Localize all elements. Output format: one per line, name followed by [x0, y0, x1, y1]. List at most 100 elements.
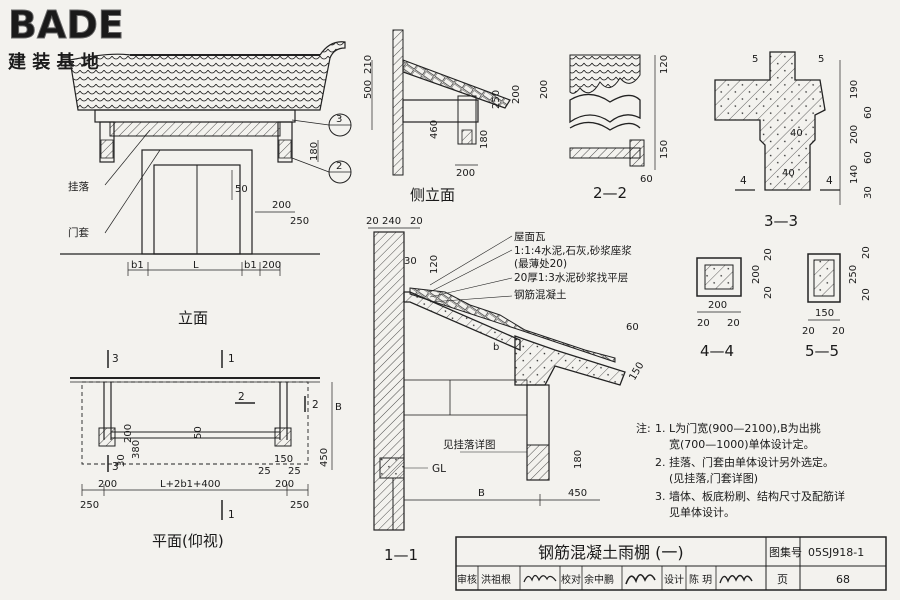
note-2b: (见挂落,门套详图) — [669, 471, 758, 485]
section-1-1-view: 屋面瓦 1:1:4水泥,石灰,砂浆座浆 (最薄处20) 20厚1:3水泥砂浆找平… — [366, 216, 646, 564]
dim-s33-140: 140 — [849, 165, 860, 184]
elevation-post-right — [277, 121, 293, 163]
s22-tiles — [569, 54, 641, 94]
plan-view: 3 3 1 1 2 2 B 450 200 380 30 50 150 25 2… — [70, 350, 342, 550]
plan-cut-3-bottom: 3 — [112, 461, 119, 473]
dim-s11-150: 150 — [627, 360, 646, 382]
dim-plan-250a: 250 — [80, 500, 99, 511]
dim-s55-20a: 20 — [802, 326, 815, 337]
dim-plan-25b: 25 — [288, 466, 301, 477]
dim-elev-180: 180 — [309, 142, 320, 161]
dim-s22-120: 120 — [659, 55, 670, 74]
section-2-2-view: 120 200 150 60 2—2 — [539, 54, 670, 202]
plan-cut-1-bottom: 1 — [228, 509, 235, 521]
dim-s22-200: 200 — [539, 80, 550, 99]
dim-side-460: 460 — [429, 120, 440, 139]
plan-post-right — [274, 427, 292, 447]
dim-plan-200b: 200 — [98, 479, 117, 490]
title-block: 钢筋混凝土雨棚 (一) 图集号 05SJ918-1 页 68 审核 洪祖根 校对… — [455, 536, 887, 591]
dim-s33-60a: 60 — [863, 106, 874, 119]
note-1b: 宽(700—1000)单体设计定。 — [669, 437, 815, 451]
s55-rect — [807, 253, 841, 303]
review-name: 洪祖根 — [481, 573, 511, 586]
notes-head: 注: — [636, 421, 651, 435]
dim-side-200: 200 — [511, 85, 522, 104]
dim-s55-20c: 20 — [861, 246, 872, 259]
dim-side-500: 500 — [363, 80, 374, 99]
note-2a: 2. 挂落、门套由单体设计另外选定。 — [655, 455, 834, 469]
dim-s44-200h: 200 — [751, 265, 762, 284]
dim-plan-L2b1: L+2b1+400 — [160, 479, 221, 490]
dim-s22-60: 60 — [640, 174, 653, 185]
dim-plan-250b: 250 — [290, 500, 309, 511]
dim-plan-150: 150 — [274, 454, 293, 465]
drawing-title: 钢筋混凝土雨棚 (一) — [538, 543, 684, 562]
layer-2: (最薄处20) — [514, 257, 567, 270]
label-gualuo: 挂落 — [68, 180, 89, 193]
dim-plan-25a: 25 — [258, 466, 271, 477]
check-label: 校对 — [561, 573, 581, 586]
dim-elev-200: 200 — [272, 200, 291, 211]
label-gl: GL — [432, 463, 446, 475]
dim-elev-250: 250 — [290, 216, 309, 227]
dim-plan-50: 50 — [193, 426, 204, 439]
elevation-view: 挂落 门套 3 2 180 50 200 250 b1 L b1 200 立面 — [60, 41, 352, 327]
view-title-section-1-1: 1—1 — [384, 546, 418, 564]
note-1a: 1. L为门宽(900—2100),B为出挑 — [655, 421, 821, 435]
dim-side-180: 180 — [479, 130, 490, 149]
dim-s11-b: b — [493, 342, 499, 353]
dim-s55-20d: 20 — [861, 288, 872, 301]
view-title-side-elevation: 侧立面 — [410, 186, 455, 204]
view-title-section-4-4: 4—4 — [700, 342, 734, 360]
section-3-3-view: 5 5 190 60 200 60 140 30 40 40 4 4 3—3 — [714, 51, 874, 230]
dim-s33-190: 190 — [849, 80, 860, 99]
s11-roof-tiles — [409, 287, 616, 363]
dim-s33-5a: 5 — [752, 54, 758, 65]
dim-elev-50: 50 — [235, 184, 248, 195]
layer-4: 钢筋混凝土 — [514, 288, 567, 301]
dim-plan-200a: 200 — [123, 424, 134, 443]
dim-plan-380: 380 — [131, 440, 142, 459]
elevation-roof — [69, 41, 346, 111]
logo-brand: BADE — [8, 3, 124, 47]
dim-elev-200b: 200 — [262, 260, 281, 271]
review-label: 审核 — [457, 573, 477, 586]
dim-s11-240: 240 — [382, 216, 401, 227]
dim-s11-450: 450 — [568, 488, 587, 499]
dim-side-210: 210 — [363, 55, 374, 74]
layer-0: 屋面瓦 — [514, 231, 546, 243]
dim-plan-30: 30 — [116, 454, 127, 467]
side-beam — [402, 99, 479, 123]
dim-elev-b1-right: b1 — [244, 260, 257, 271]
plan-cut-2-right: 2 — [312, 399, 319, 411]
atlas-label: 图集号 — [769, 545, 802, 559]
check-name: 余中鹏 — [584, 573, 614, 586]
dim-s33-40a: 40 — [790, 128, 803, 139]
dim-elev-L: L — [193, 260, 199, 271]
view-title-section-3-3: 3—3 — [764, 212, 798, 230]
dim-s22-150: 150 — [659, 140, 670, 159]
dim-s11-B: B — [478, 488, 485, 499]
side-roof — [402, 59, 511, 109]
plan-cut-2-left: 2 — [238, 391, 245, 403]
s11-wall — [373, 231, 405, 531]
design-signature — [719, 574, 753, 584]
label-see-gualuo: 见挂落详图 — [443, 438, 496, 451]
layer-1: 1:1:4水泥,石灰,砂浆座浆 — [514, 244, 632, 257]
note-3b: 见单体设计。 — [669, 505, 735, 519]
dim-s55-150w: 150 — [815, 308, 834, 319]
atlas-number: 05SJ918-1 — [808, 546, 864, 559]
logo: BADE 建 装 基 地 — [8, 3, 125, 74]
side-wall — [392, 29, 404, 176]
plan-post-left — [98, 427, 116, 447]
view-title-elevation: 立面 — [178, 309, 208, 327]
s11-gl — [379, 457, 405, 479]
dim-s44-20a: 20 — [697, 318, 710, 329]
elevation-gualuo — [109, 121, 281, 137]
side-elevation-view: 210 500 460 180 250 200 200 侧立面 — [363, 29, 522, 204]
plan-cut-1-top: 1 — [228, 353, 235, 365]
dim-s33-40b: 40 — [782, 168, 795, 179]
design-name: 陈 玥 — [689, 573, 712, 586]
dim-s44-200w: 200 — [708, 300, 727, 311]
dim-s11-20a: 20 — [366, 216, 379, 227]
